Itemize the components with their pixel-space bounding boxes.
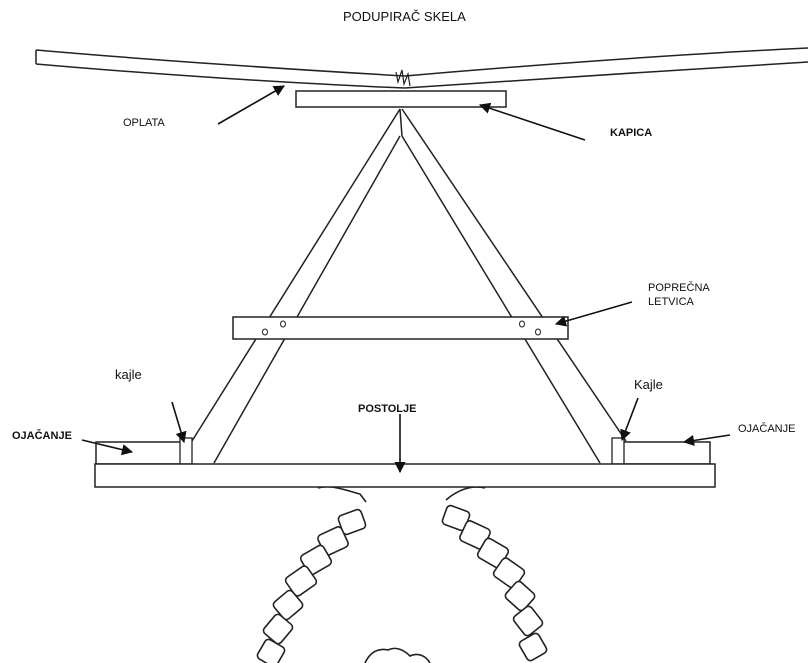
label-kapica: KAPICA	[610, 127, 653, 139]
reinforcement-block-left	[95, 441, 185, 465]
arrow-ojacanje-right	[682, 434, 731, 447]
label-oplata: OPLATA	[123, 117, 165, 129]
formwork-beam	[35, 47, 809, 89]
label-kajle-right: Kajle	[634, 377, 663, 392]
arrow-ojacanje-left	[81, 439, 134, 456]
cap-board	[295, 90, 507, 108]
label-poprecna-line1: POPREČNA	[648, 282, 710, 294]
label-ojacanje-right: OJAČANJE	[738, 423, 796, 435]
wedge-right	[611, 437, 625, 465]
label-postolje: POSTOLJE	[358, 403, 417, 415]
label-poprecna-line2: LETVICA	[648, 296, 694, 308]
label-kajle-left: kajle	[115, 367, 142, 382]
label-ojacanje-left: OJAČANJE	[12, 430, 72, 442]
wedge-left	[179, 437, 193, 465]
arrow-kajle-right	[620, 397, 639, 442]
cross-batten	[232, 316, 569, 340]
a-frame-legs	[191, 108, 627, 464]
reinforcement-block-right	[621, 441, 711, 465]
stone-arch	[256, 485, 548, 663]
arrow-oplata	[217, 85, 285, 125]
arrow-kapica	[478, 102, 586, 141]
base-board	[94, 463, 716, 488]
diagram-title: PODUPIRAČ SKELA	[343, 9, 466, 24]
arrow-kajle-left	[171, 401, 187, 444]
arrow-poprecna	[554, 301, 633, 327]
